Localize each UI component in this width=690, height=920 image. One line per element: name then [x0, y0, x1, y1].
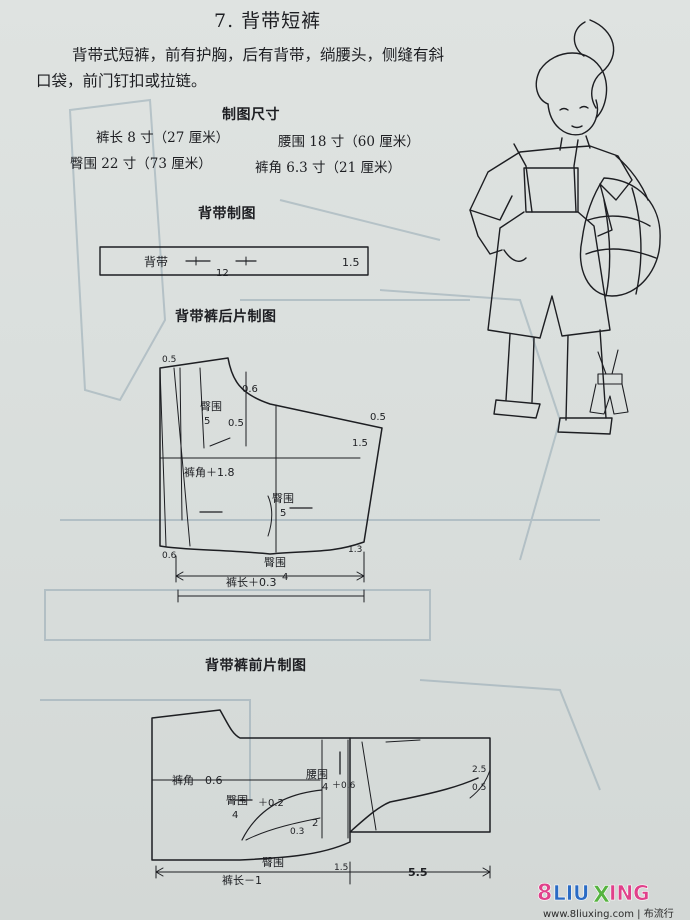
- back-label-hip-a: 臀围: [200, 400, 222, 413]
- intro-paragraph: 背带式短裤，前有护胸，后有背带，绱腰头，侧缝有斜 口袋，前门钉扣或拉链。: [36, 42, 491, 94]
- front-label-2: 2: [312, 818, 318, 829]
- front-label-hip-a-add: ＋0.2: [258, 798, 284, 809]
- front-label-length: 裤长－1: [222, 873, 262, 887]
- front-label-hip-a: 臀围: [226, 794, 248, 807]
- back-label-hip-c: 臀围: [264, 556, 286, 569]
- strap-heading: 背带制图: [198, 206, 256, 222]
- back-label-06: 0.6: [242, 384, 258, 395]
- section-title: 7. 背带短裤: [214, 10, 322, 32]
- svg-text:X: X: [593, 883, 610, 908]
- front-label-waist-div: 4: [322, 782, 328, 793]
- back-label-15: 1.5: [352, 438, 368, 449]
- front-label-55: 5.5: [408, 866, 428, 879]
- back-piece-heading: 背带裤后片制图: [175, 309, 277, 325]
- intro-line-1: 背带式短裤，前有护胸，后有背带，绱腰头，侧缝有斜: [72, 46, 445, 64]
- front-label-03: 0.3: [290, 827, 304, 837]
- site-logo: 8 LIU X ING: [537, 881, 650, 909]
- back-label-05-right: 0.5: [370, 412, 386, 423]
- svg-text:8: 8: [537, 881, 552, 906]
- back-label-hip-b: 臀围: [272, 492, 294, 505]
- back-label-bottom-right: 1.3: [348, 545, 362, 555]
- back-label-bottom-left: 0.6: [162, 551, 177, 561]
- front-label-waist: 腰围: [306, 768, 328, 781]
- child-illustration: [469, 19, 661, 435]
- front-label-15: 1.5: [334, 863, 348, 873]
- svg-text:ING: ING: [609, 881, 650, 905]
- site-url: www.8liuxing.com | 布流行: [543, 909, 674, 920]
- strap-label: 背带: [144, 255, 168, 269]
- strap-length: 12: [216, 268, 229, 279]
- front-label-05: 0.5: [472, 783, 486, 793]
- front-label-hip-a-div: 4: [232, 810, 238, 821]
- measurement-length: 裤长 8 寸（27 厘米）: [96, 130, 230, 146]
- measurement-hem: 裤角 6.3 寸（21 厘米）: [255, 160, 402, 176]
- back-piece-diagram: [159, 357, 383, 603]
- svg-text:LIU: LIU: [553, 881, 589, 905]
- back-label-length: 裤长＋0.3: [226, 575, 277, 589]
- front-label-hem: 裤角－0.6: [172, 773, 223, 787]
- overalls-thumbnail-icon: [589, 349, 629, 415]
- front-piece-heading: 背带裤前片制图: [205, 658, 307, 674]
- back-label-05-mid: 0.5: [228, 418, 244, 429]
- back-label-hip-c-div: 4: [282, 572, 288, 583]
- measurement-waist: 腰围 18 寸（60 厘米）: [278, 134, 420, 150]
- strap-width: 1.5: [342, 256, 360, 269]
- back-label-hip-a-div: 5: [204, 416, 210, 427]
- front-label-25: 2.5: [472, 765, 486, 775]
- back-label-top-left: 0.5: [162, 355, 176, 365]
- back-label-hem: 裤角＋1.8: [184, 465, 235, 479]
- strap-diagram: [99, 246, 369, 276]
- measurement-hip: 臀围 22 寸（73 厘米）: [70, 156, 212, 172]
- front-label-hip-b: 臀围: [262, 856, 284, 869]
- front-piece-diagram: [151, 709, 491, 885]
- back-label-hip-b-div: 5: [280, 508, 286, 519]
- intro-line-2: 口袋，前门钉扣或拉链。: [36, 72, 207, 90]
- front-label-waist-add: ＋0.6: [332, 780, 356, 791]
- measurements-heading: 制图尺寸: [222, 107, 280, 123]
